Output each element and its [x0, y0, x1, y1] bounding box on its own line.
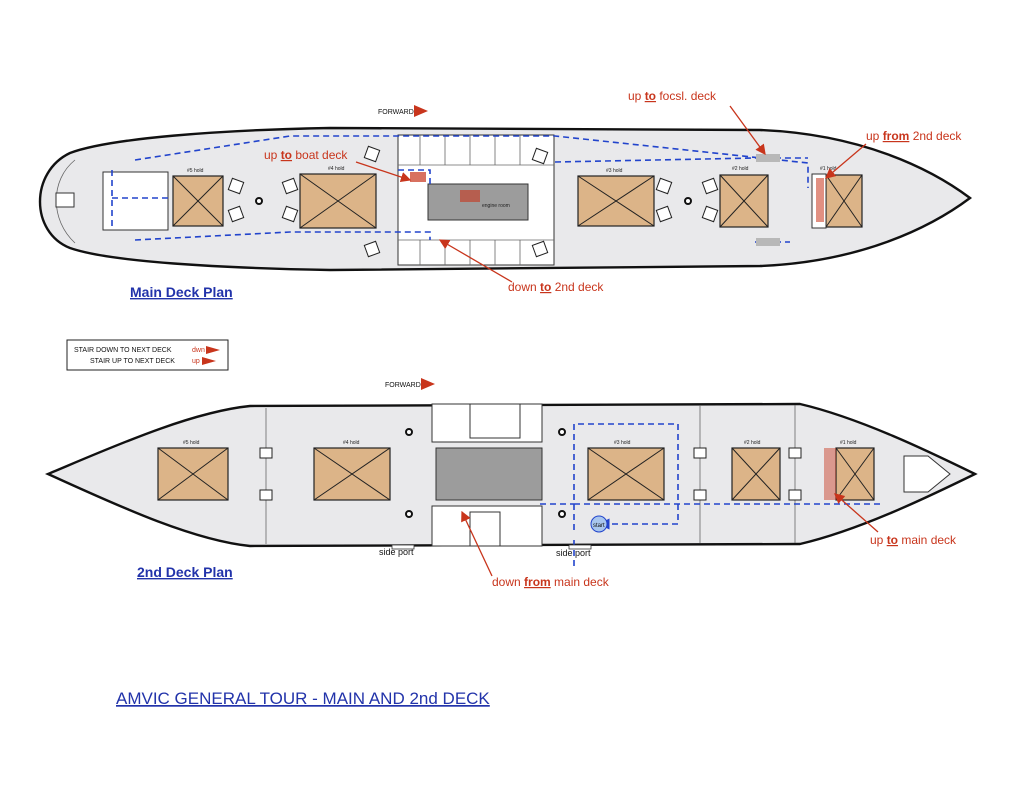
callout-up-to-focsl-deck: up to focsl. deck: [628, 89, 766, 156]
main-hold-3-label: #3 hold: [606, 168, 623, 174]
main-deck-plan: FORWARD #5 hold #4 hold #3 hold #2 ho: [38, 89, 973, 300]
second-hold-3: #3 hold: [587, 440, 665, 501]
side-port-2: [568, 544, 592, 550]
legend-stair-down: STAIR DOWN TO NEXT DECK: [74, 347, 172, 354]
main-hold-2: #2 hold: [719, 166, 769, 228]
forward-arrow-icon: [414, 105, 428, 117]
second-hold-2-label: #2 hold: [744, 440, 761, 446]
callout-up-to-main-deck: up to main deck: [834, 493, 957, 547]
callout-down-from-main-deck: down from main deck: [461, 510, 610, 589]
second-hold-4-label: #4 hold: [343, 440, 360, 446]
main-deck-fittings: [227, 145, 719, 258]
svg-text:down from main deck: down from main deck: [492, 575, 610, 589]
callout-up-from-2nd-deck: up from 2nd deck: [825, 129, 962, 179]
second-hold-2: #2 hold: [731, 440, 781, 501]
legend-down-arrow-icon: [206, 346, 220, 354]
legend-stair-up: STAIR UP TO NEXT DECK: [90, 358, 175, 365]
page-title: AMVIC GENERAL TOUR - MAIN AND 2nd DECK: [116, 689, 490, 708]
svg-text:up to main deck: up to main deck: [870, 533, 957, 547]
svg-text:up to focsl. deck: up to focsl. deck: [628, 89, 717, 103]
svg-text:up from 2nd deck: up from 2nd deck: [866, 129, 962, 143]
stern-house: [102, 171, 169, 231]
second-hold-5: #5 hold: [157, 440, 229, 501]
callout-up-to-boat-deck: up to boat deck: [264, 148, 412, 183]
stern-fixture: [55, 192, 75, 208]
callout-down-to-2nd-deck: down to 2nd deck: [438, 239, 604, 294]
legend-up-arrow-icon: [202, 357, 216, 365]
forward-label-main: FORWARD: [378, 109, 414, 116]
main-hold-2-label: #2 hold: [732, 166, 749, 172]
second-hold-5-label: #5 hold: [183, 440, 200, 446]
second-hold-3-label: #3 hold: [614, 440, 631, 446]
main-deck-masts: [255, 197, 692, 205]
second-deck-plan: FORWARD #5 hold #4 hold: [44, 378, 978, 589]
second-deck-engine-area: [431, 403, 543, 547]
start-marker: start: [590, 515, 608, 533]
side-port-label-2: side port: [556, 548, 591, 558]
second-deck-title: 2nd Deck Plan: [137, 564, 233, 580]
second-hold-1: #1 hold: [824, 440, 875, 501]
svg-text:down to 2nd deck: down to 2nd deck: [508, 280, 604, 294]
bow-compartment: [903, 455, 951, 493]
second-deck-bulkheads: [265, 405, 796, 544]
forward-arrow-icon-2: [421, 378, 435, 390]
forward-label-second: FORWARD: [385, 382, 421, 389]
start-label: start: [593, 523, 605, 529]
svg-text:up to boat deck: up to boat deck: [264, 148, 348, 162]
second-deck-fittings: [259, 447, 802, 501]
second-hold-4: #4 hold: [313, 440, 391, 501]
legend-down-key: dwn: [192, 347, 205, 354]
main-deck-title: Main Deck Plan: [130, 284, 233, 300]
second-deck-posts: [405, 428, 566, 518]
side-port-1: [391, 544, 415, 550]
legend-up-key: up: [192, 358, 200, 365]
main-hold-3: #3 hold: [577, 168, 655, 227]
main-deck-stair-markers: [410, 154, 824, 246]
second-hold-1-label: #1 hold: [840, 440, 857, 446]
second-deck-route: [540, 423, 880, 566]
main-hold-4-label: #4 hold: [328, 166, 345, 172]
main-deck-route: [111, 135, 809, 243]
engine-room-label: engine room: [482, 203, 510, 209]
stair-legend: STAIR DOWN TO NEXT DECK STAIR UP TO NEXT…: [66, 339, 229, 371]
main-hold-5: #5 hold: [172, 168, 224, 227]
side-port-label-1: side port: [379, 547, 414, 557]
main-hold-5-label: #5 hold: [187, 168, 204, 174]
main-hold-4: #4 hold: [299, 166, 377, 229]
